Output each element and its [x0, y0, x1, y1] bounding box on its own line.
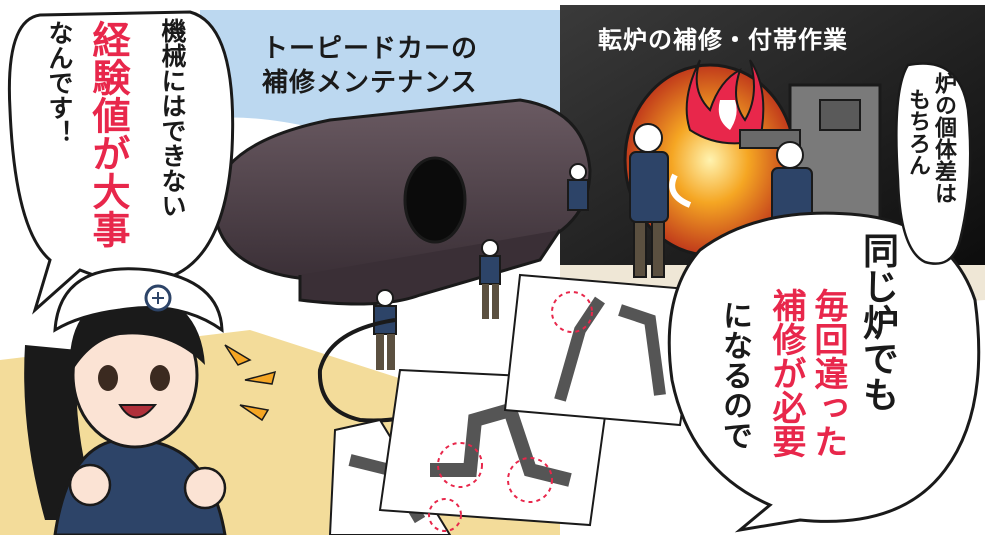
right-bubble-col2: 毎回違った: [808, 288, 848, 458]
right-speech-bubble: [667, 211, 981, 533]
left-bubble-col3: なんです！: [45, 20, 74, 145]
diagram-card-front: [503, 273, 702, 427]
converter-title: 転炉の補修・付帯作業: [598, 26, 848, 54]
torpedo-title-line1: トーピードカーの: [262, 34, 479, 64]
worker-girl: [24, 267, 227, 535]
thought-bubble: [895, 62, 972, 265]
right-bubble-col4: になるので: [717, 300, 752, 450]
torpedo-worker-2: [479, 239, 501, 319]
thought-bubble-col2: もちろん: [905, 88, 930, 176]
torpedo-title-line2: 補修メンテナンス: [262, 68, 478, 98]
left-bubble-col2: 経験値が大事: [86, 20, 130, 248]
excitement-lines: [224, 344, 277, 422]
furnace-worker-left: [629, 123, 669, 278]
left-bubble-col1: 機械にはできない: [158, 18, 187, 218]
right-bubble-col1: 同じ炉でも: [857, 232, 898, 412]
torpedo-worker-1: [567, 163, 589, 211]
right-bubble-col3: 補修が必要: [766, 288, 806, 458]
thought-bubble-col1: 炉の個体差は: [931, 72, 956, 204]
